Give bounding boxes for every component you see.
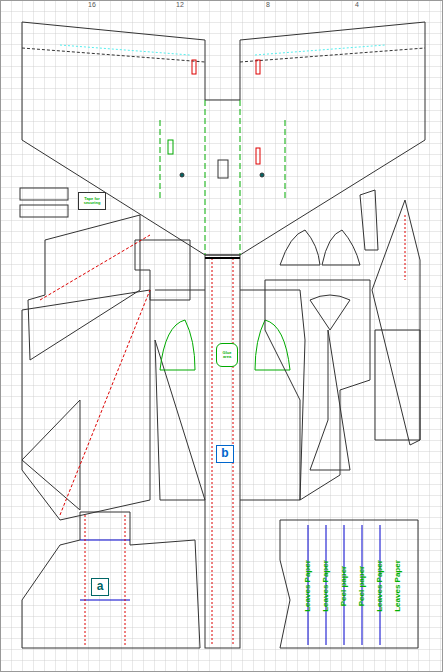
slot xyxy=(192,60,196,74)
canopy-window xyxy=(160,320,195,370)
node-text: a xyxy=(97,580,104,593)
slot xyxy=(256,148,260,164)
cutout xyxy=(218,160,228,178)
hinge-line xyxy=(60,45,385,55)
edge-line xyxy=(205,257,240,259)
fold-line xyxy=(160,120,285,200)
score-line xyxy=(40,235,150,515)
score-line xyxy=(85,515,125,645)
score-line xyxy=(212,258,233,645)
slot xyxy=(256,60,260,74)
canopy-part xyxy=(280,230,320,265)
instruction-text: Peel paper xyxy=(340,566,348,606)
slot xyxy=(168,140,173,154)
ruler-number: 8 xyxy=(266,1,270,8)
fold-line xyxy=(205,100,240,255)
strip-part xyxy=(20,205,68,217)
fin-panel xyxy=(22,400,80,510)
hole xyxy=(260,173,264,177)
instruction-text: Leaves Paper xyxy=(304,560,312,612)
fold-line xyxy=(308,525,380,645)
hole xyxy=(180,173,184,177)
fold-line xyxy=(22,48,425,62)
fin-part xyxy=(372,200,420,445)
note-box: Glue area xyxy=(216,343,238,367)
strip-part xyxy=(20,188,68,200)
instruction-text: Peel paper xyxy=(358,566,366,606)
instruction-text: Leaves Paper xyxy=(394,560,402,612)
fuselage-side xyxy=(155,290,305,500)
tail-part xyxy=(22,512,200,648)
fin-panel xyxy=(22,290,150,520)
wing-outline xyxy=(22,22,425,255)
node-text: Tape for securing xyxy=(80,197,104,206)
fuselage-strip xyxy=(205,255,240,648)
instruction-text: Leaves Paper xyxy=(322,560,330,612)
stand-core xyxy=(310,295,350,470)
fin-panel xyxy=(28,215,140,360)
stand-part xyxy=(265,280,370,500)
score-line xyxy=(405,215,406,280)
box-part xyxy=(280,520,418,648)
instruction-text: Leaves Paper xyxy=(376,560,384,612)
part-letter-box: b xyxy=(216,445,234,463)
part-letter-box: a xyxy=(91,578,109,596)
node-text: b xyxy=(221,447,228,460)
node-text: Glue area xyxy=(218,351,236,360)
note-box: Tape for securing xyxy=(78,192,106,210)
ruler-number: 4 xyxy=(355,1,359,8)
fin-part xyxy=(375,330,420,440)
fold-line xyxy=(80,540,130,600)
ruler-number: 12 xyxy=(176,1,184,8)
canopy-part xyxy=(322,230,360,265)
ruler-number: 16 xyxy=(88,1,96,8)
strut-part xyxy=(360,190,378,250)
